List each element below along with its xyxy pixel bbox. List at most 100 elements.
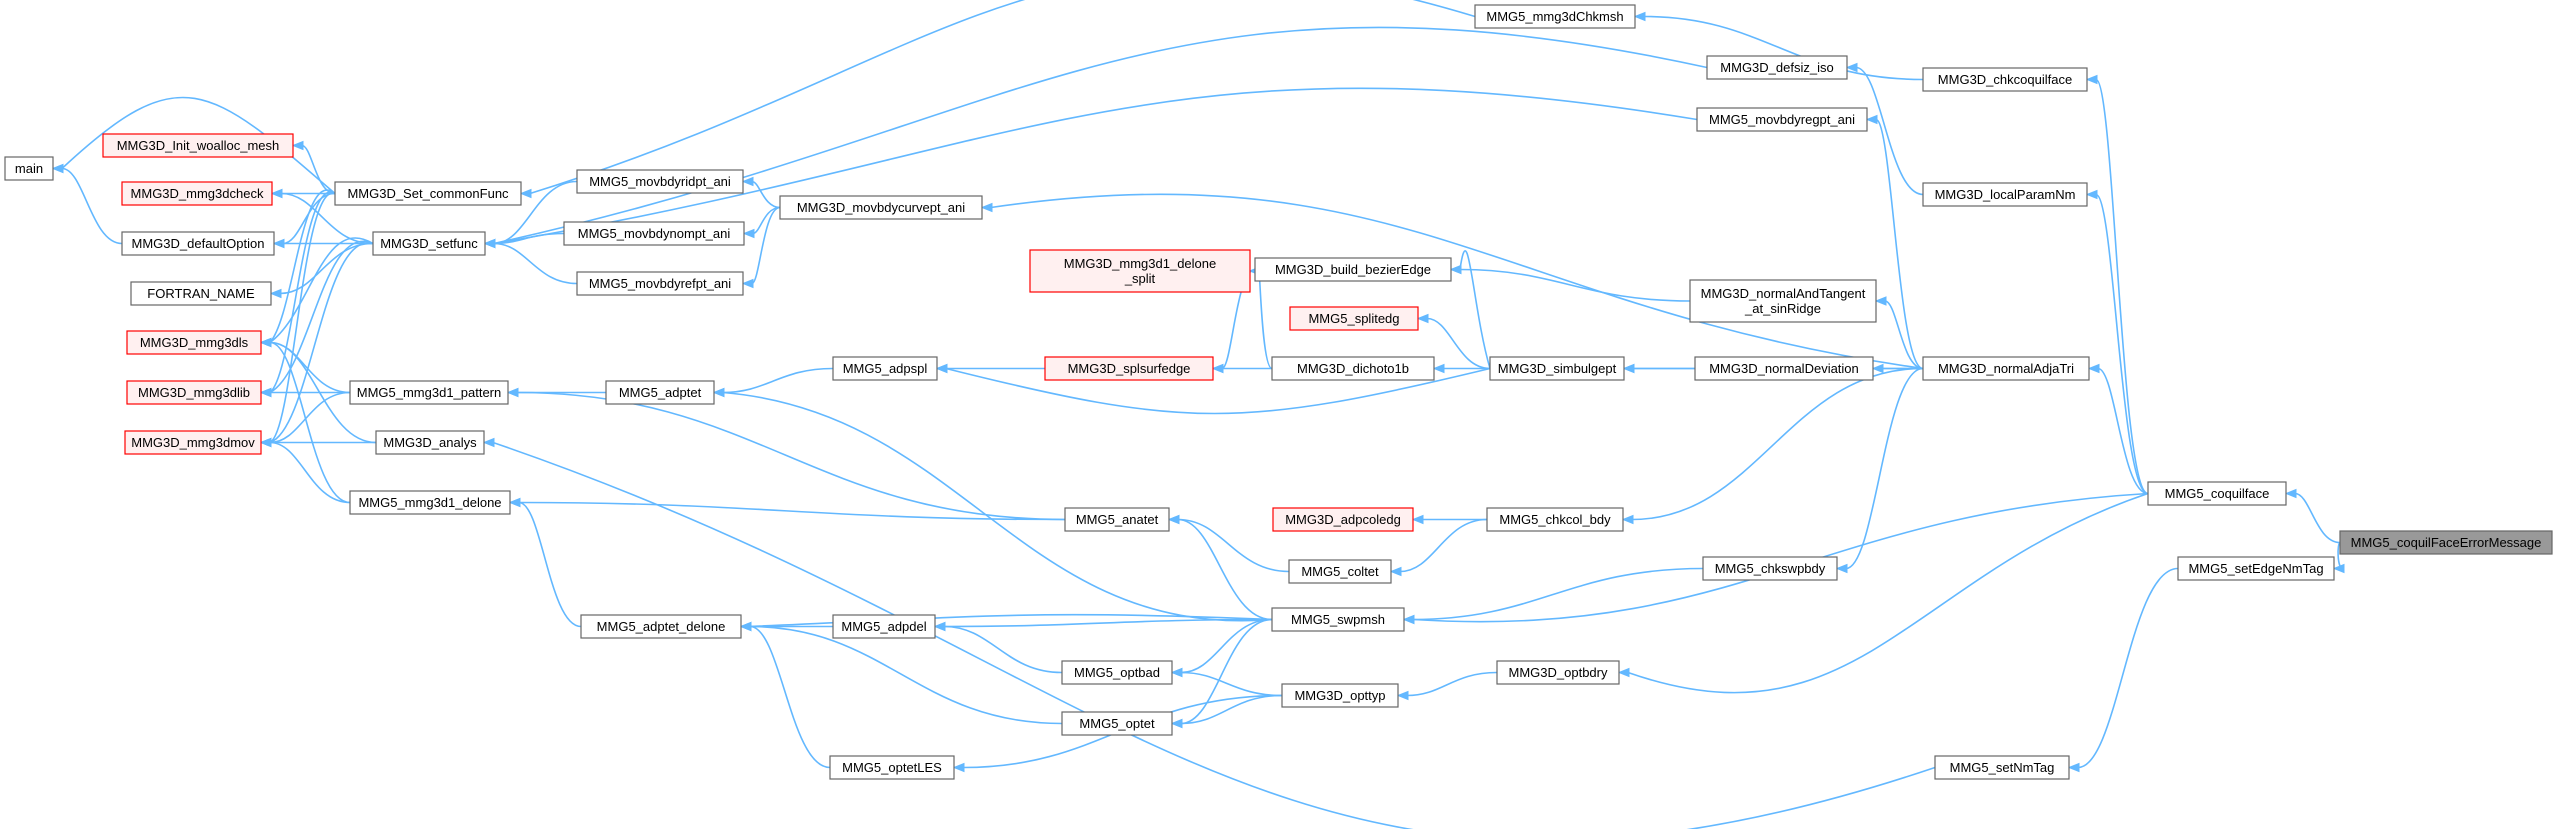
arrowhead-localparamnm-to-defsiz [1845,62,1858,73]
node-optet[interactable]: MMG5_optet [1061,711,1173,736]
edge-setfunc-to-mmg3dls [269,237,374,344]
node-fortranname[interactable]: FORTRAN_NAME [130,281,272,306]
node-movbdycurvept[interactable]: MMG3D_movbdycurvept_ani [779,195,983,220]
node-box [349,490,511,515]
edge-coquilface-to-normaladjatri [2097,367,2149,495]
node-label: MMG3D_normalAdjaTri [1938,361,2074,376]
node-delone_split[interactable]: MMG3D_mmg3d1_delone_split [1029,249,1251,293]
node-adptetdelone[interactable]: MMG5_adptet_delone [580,614,742,639]
arrowhead-normaladjatri-to-normaltangent [1874,296,1887,306]
arrowhead-setfunc-to-mmg3dcheck [270,188,283,199]
edge-optetles-to-adptetdelone [749,625,831,769]
node-opttyp[interactable]: MMG3D_opttyp [1281,683,1399,708]
edge-swpmsh-to-optet [1180,618,1273,725]
graph-edges [51,0,2345,829]
node-mmg3dmov[interactable]: MMG3D_mmg3dmov [124,430,262,455]
edge-setcommon-to-mmg3dlib [269,191,336,394]
node-label: MMG5_coquilface [2165,486,2270,501]
node-adptet[interactable]: MMG5_adptet [605,380,715,405]
node-box [779,195,983,220]
node-adpdel[interactable]: MMG5_adpdel [832,614,936,639]
node-main[interactable]: main [4,156,54,181]
edge-swpmsh-to-optbad [1180,618,1273,674]
arrowhead-setfunc-to-defaultoption [272,238,285,249]
edge-simbulgept-to-bezieredge [1459,250,1491,369]
node-defaultoption[interactable]: MMG3D_defaultOption [121,231,275,256]
node-delone[interactable]: MMG5_mmg3d1_delone [349,490,511,515]
node-setedgenmtag[interactable]: MMG5_setEdgeNmTag [2177,556,2335,581]
node-optbad[interactable]: MMG5_optbad [1061,660,1173,685]
node-normaltangent[interactable]: MMG3D_normalAndTangent_at_sinRidge [1689,279,1877,323]
edge-movbdycurvept-to-movbdyridpt [751,180,781,209]
node-anatet[interactable]: MMG5_anatet [1064,507,1170,532]
node-mmg3dls[interactable]: MMG3D_mmg3dls [126,330,262,355]
node-label: MMG5_adptet [619,385,702,400]
node-mmg3dcheck[interactable]: MMG3D_mmg3dcheck [121,181,273,206]
node-normaladjatri[interactable]: MMG3D_normalAdjaTri [1922,356,2090,381]
node-bezieredge[interactable]: MMG3D_build_bezierEdge [1254,257,1452,282]
node-defsiz[interactable]: MMG3D_defsiz_iso [1706,55,1848,80]
node-box [2339,530,2553,555]
node-chkmsh[interactable]: MMG5_mmg3dChkmsh [1474,4,1636,29]
node-box [1696,107,1868,132]
node-dichoto1b[interactable]: MMG3D_dichoto1b [1271,356,1435,381]
node-label: _at_sinRidge [1744,301,1821,316]
node-box [605,380,715,405]
edge-normaladjatri-to-movbdyregpt [1875,118,1924,370]
node-movbdyregpt[interactable]: MMG5_movbdyregpt_ani [1696,107,1868,132]
node-setnmtag[interactable]: MMG5_setNmTag [1934,755,2070,780]
edge-analys-to-mmg3dls [269,341,377,444]
arrowhead-anatet-to-pattern [506,387,519,398]
node-pattern[interactable]: MMG5_mmg3d1_pattern [349,380,509,405]
node-localparamnm[interactable]: MMG3D_localParamNm [1922,182,2088,207]
node-optbdry[interactable]: MMG3D_optbdry [1496,660,1620,685]
node-setfunc[interactable]: MMG3D_setfunc [372,231,486,256]
node-setcommon[interactable]: MMG3D_Set_commonFunc [334,181,522,206]
node-box [576,271,744,296]
node-label: MMG3D_normalDeviation [1709,361,1859,376]
node-splitedg[interactable]: MMG5_splitedg [1289,306,1419,331]
edge-coquilface-to-optbdry [1627,492,2149,694]
node-analys[interactable]: MMG3D_analys [375,430,485,455]
arrowhead-normaladjatri-to-movbdyregpt [1865,114,1878,125]
node-label: MMG5_adpdel [841,619,926,634]
node-adpcoledg[interactable]: MMG3D_adpcoledg [1272,507,1414,532]
node-coquilface[interactable]: MMG5_coquilface [2147,481,2287,506]
node-box [126,330,262,355]
node-swpmsh[interactable]: MMG5_swpmsh [1271,607,1405,632]
node-errormessage[interactable]: MMG5_coquilFaceErrorMessage [2339,530,2553,555]
edge-simbulgept-to-adpspl [945,367,1491,415]
node-label: MMG3D_mmg3d1_delone [1064,256,1216,271]
node-label: MMG5_swpmsh [1291,612,1385,627]
node-box [1271,607,1405,632]
node-label: MMG3D_adpcoledg [1285,512,1401,527]
arrowhead-chkcolbdy-to-adpcoledg [1411,514,1424,525]
edge-chkcoquilface-to-chkmsh [1643,15,1924,81]
arrowhead-errormessage-to-coquilface [2284,488,2297,499]
node-box [349,380,509,405]
edge-localparamnm-to-defsiz [1855,66,1924,196]
arrowhead-setcommon-to-mmg3dinit [291,140,304,151]
node-box [4,156,54,181]
node-simbulgept[interactable]: MMG3D_simbulgept [1489,356,1625,381]
node-box [1922,67,2088,92]
node-adpspl[interactable]: MMG5_adpspl [832,356,938,381]
node-box [1044,356,1214,381]
node-movbdyrefpt[interactable]: MMG5_movbdyrefpt_ani [576,271,744,296]
node-coltet[interactable]: MMG5_coltet [1288,559,1392,584]
node-chkcoquilface[interactable]: MMG3D_chkcoquilface [1922,67,2088,92]
node-optetles[interactable]: MMG5_optetLES [829,755,955,780]
node-box [1694,356,1874,381]
node-box [829,755,955,780]
node-mmg3dlib[interactable]: MMG3D_mmg3dlib [126,380,262,405]
node-movbdynompt[interactable]: MMG5_movbdynompt_ani [563,221,745,246]
node-chkswpbdy[interactable]: MMG5_chkswpbdy [1702,556,1838,581]
node-mmg3dinit[interactable]: MMG3D_Init_woalloc_mesh [102,133,294,158]
node-chkcolbdy[interactable]: MMG5_chkcol_bdy [1486,507,1624,532]
node-movbdyridpt[interactable]: MMG5_movbdyridpt_ani [576,169,744,194]
edge-setcommon-to-defaultoption [282,192,336,245]
arrowhead-normaladjatri-to-movbdycurvept [980,202,993,213]
node-splsurfedge[interactable]: MMG3D_splsurfedge [1044,356,1214,381]
node-normaldev[interactable]: MMG3D_normalDeviation [1694,356,1874,381]
node-label: MMG3D_analys [383,435,477,450]
